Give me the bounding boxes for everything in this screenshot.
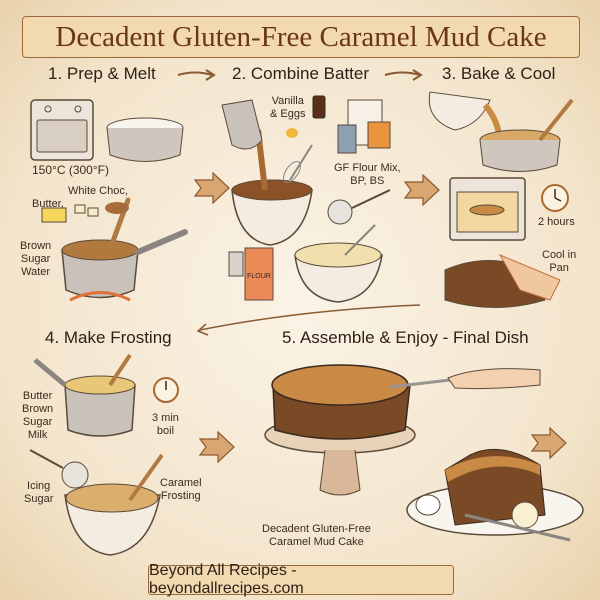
vanilla-bottle-icon [312,95,326,119]
batter-bowl-icon [294,224,383,303]
title-banner: Decadent Gluten-Free Caramel Mud Cake [22,16,580,58]
step-5-heading: 5. Assemble & Enjoy - Final Dish [282,328,529,347]
boil-time-label: 3 min boil [152,412,179,437]
sieve-icon [29,449,89,489]
footer-text: Beyond All Recipes - beyondallrecipes.co… [149,562,304,597]
cake-pan-icon [106,117,184,162]
step-4-heading: 4. Make Frosting [45,328,172,347]
vanilla-eggs-label: Vanilla & Eggs [270,95,306,120]
brown-sugar-water-label: Brown Sugar Water [20,240,52,278]
egg-icon [286,128,298,138]
step-2-heading: 2. Combine Batter [232,64,370,83]
footer-banner: Beyond All Recipes - beyondallrecipes.co… [148,562,454,597]
brown-sugar-icon [105,202,129,214]
flour-bag-icon [337,99,391,154]
butter-icon [41,207,67,223]
arrow-icon [199,431,235,463]
white-chocolate-icon [74,204,99,217]
icing-sugar-label: Icing Sugar [24,480,54,505]
flour-package-text: FLOUR [247,273,271,280]
oven-temperature-label: 150°C (300°F) [32,163,109,177]
page-title: Decadent Gluten-Free Caramel Mud Cake [55,20,547,53]
clock-icon [541,184,569,212]
gf-flour-label: GF Flour Mix, BP, BS [334,162,401,187]
arrow-icon [404,174,440,206]
sieve-icon [327,189,391,225]
pouring-bowl-icon [428,91,503,141]
arrow-icon [177,71,213,76]
frosting-ingredients-label: Butter Brown Sugar Milk [22,390,54,441]
arrow-icon [412,69,423,81]
final-dish-caption: Decadent Gluten-Free Caramel Mud Cake [262,523,371,548]
cool-in-pan-label: Cool in Pan [542,249,577,274]
filled-pan-icon [479,98,574,172]
cooling-cake-icon [444,253,561,308]
whole-cake-icon [271,364,411,440]
arrow-icon [194,172,230,204]
frosting-saucepan-icon [33,353,136,437]
mixing-bowl-icon [221,99,313,246]
whisk-icon [283,144,313,183]
step-3-heading: 3. Bake & Cool [442,64,556,83]
hand-knife-icon [389,368,541,390]
butter-label: Butter, [32,198,64,210]
timer-icon [153,377,179,403]
saucepan-icon [61,197,188,302]
oven-icon [30,99,94,161]
arrow-icon [531,427,567,459]
arrow-icon [384,71,421,76]
frosting-bowl-icon [64,453,164,556]
caramel-frosting-label: Caramel Frosting [160,477,202,502]
step-1-heading: 1. Prep & Melt [48,64,156,83]
arrow-icon [205,69,216,81]
bake-time-label: 2 hours [538,216,575,228]
flour-package-icon: FLOUR [228,247,274,301]
oven-baking-icon [449,177,526,241]
white-choc-label: White Choc, [68,185,128,197]
curved-arrow-icon [199,304,421,331]
plated-slice-icon [406,448,584,542]
